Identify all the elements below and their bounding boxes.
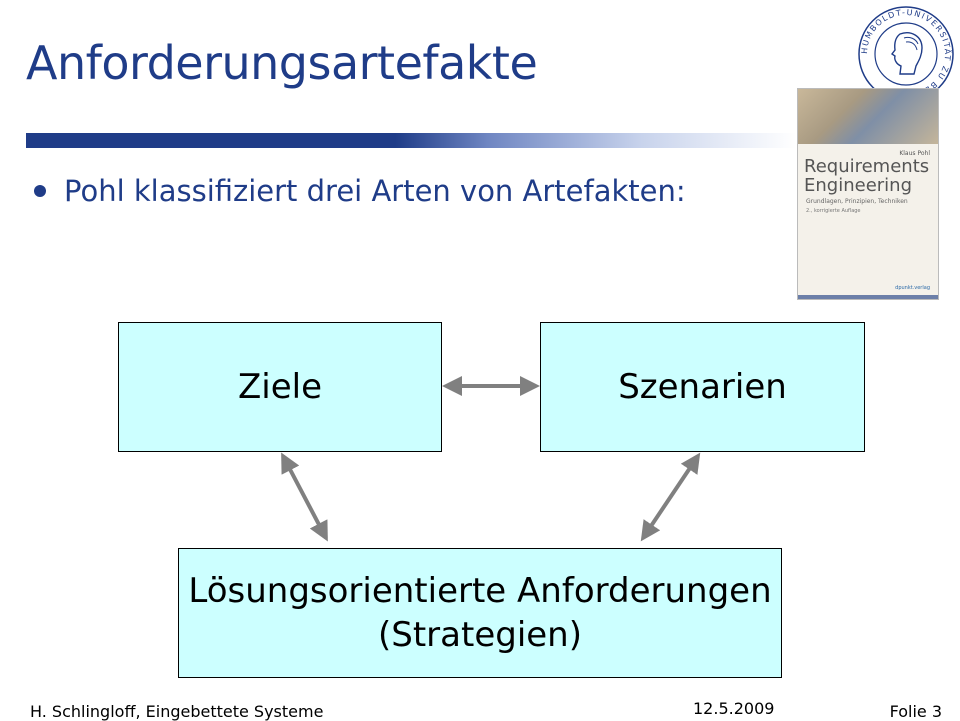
book-publisher: dpunkt.verlag	[895, 285, 930, 291]
solutions-box: Lösungsorientierte Anforderungen (Strate…	[178, 548, 782, 678]
footer-date: 12.5.2009	[693, 699, 775, 718]
book-cover-image: Klaus Pohl Requirements Engineering Grun…	[797, 88, 939, 300]
solutions-label-line2: (Strategien)	[378, 615, 582, 655]
book-bottom-strip	[798, 295, 938, 299]
arrow-goals-solutions	[281, 452, 328, 542]
bullet-dot-icon	[34, 185, 46, 197]
footer-author-course: H. Schlingloff, Eingebettete Systeme	[30, 702, 324, 721]
goals-label: Ziele	[237, 367, 323, 407]
title-underline-bar	[26, 133, 796, 148]
book-title-line1: Requirements	[804, 156, 930, 177]
book-title-line2: Engineering	[804, 175, 912, 196]
scenarios-label: Szenarien	[618, 367, 787, 407]
footer-slide-number: Folie 3	[889, 702, 942, 721]
arrow-scenarios-solutions	[640, 452, 701, 542]
scenarios-box: Szenarien	[540, 322, 865, 452]
book-edition: 2., korrigierte Auflage	[806, 208, 861, 214]
slide-title: Anforderungsartefakte	[26, 36, 538, 90]
bullet-text: Pohl klassifiziert drei Arten von Artefa…	[64, 174, 686, 208]
university-seal-icon: HUMBOLDT-UNIVERSITÄT ZU BERLIN	[858, 6, 954, 102]
solutions-label-line1: Lösungsorientierte Anforderungen	[188, 571, 772, 611]
book-author: Klaus Pohl	[899, 150, 930, 157]
book-subtitle: Grundlagen, Prinzipien, Techniken	[806, 198, 908, 205]
goals-box: Ziele	[118, 322, 442, 452]
book-cover-art	[798, 89, 938, 144]
bullet-item: Pohl klassifiziert drei Arten von Artefa…	[34, 174, 686, 208]
